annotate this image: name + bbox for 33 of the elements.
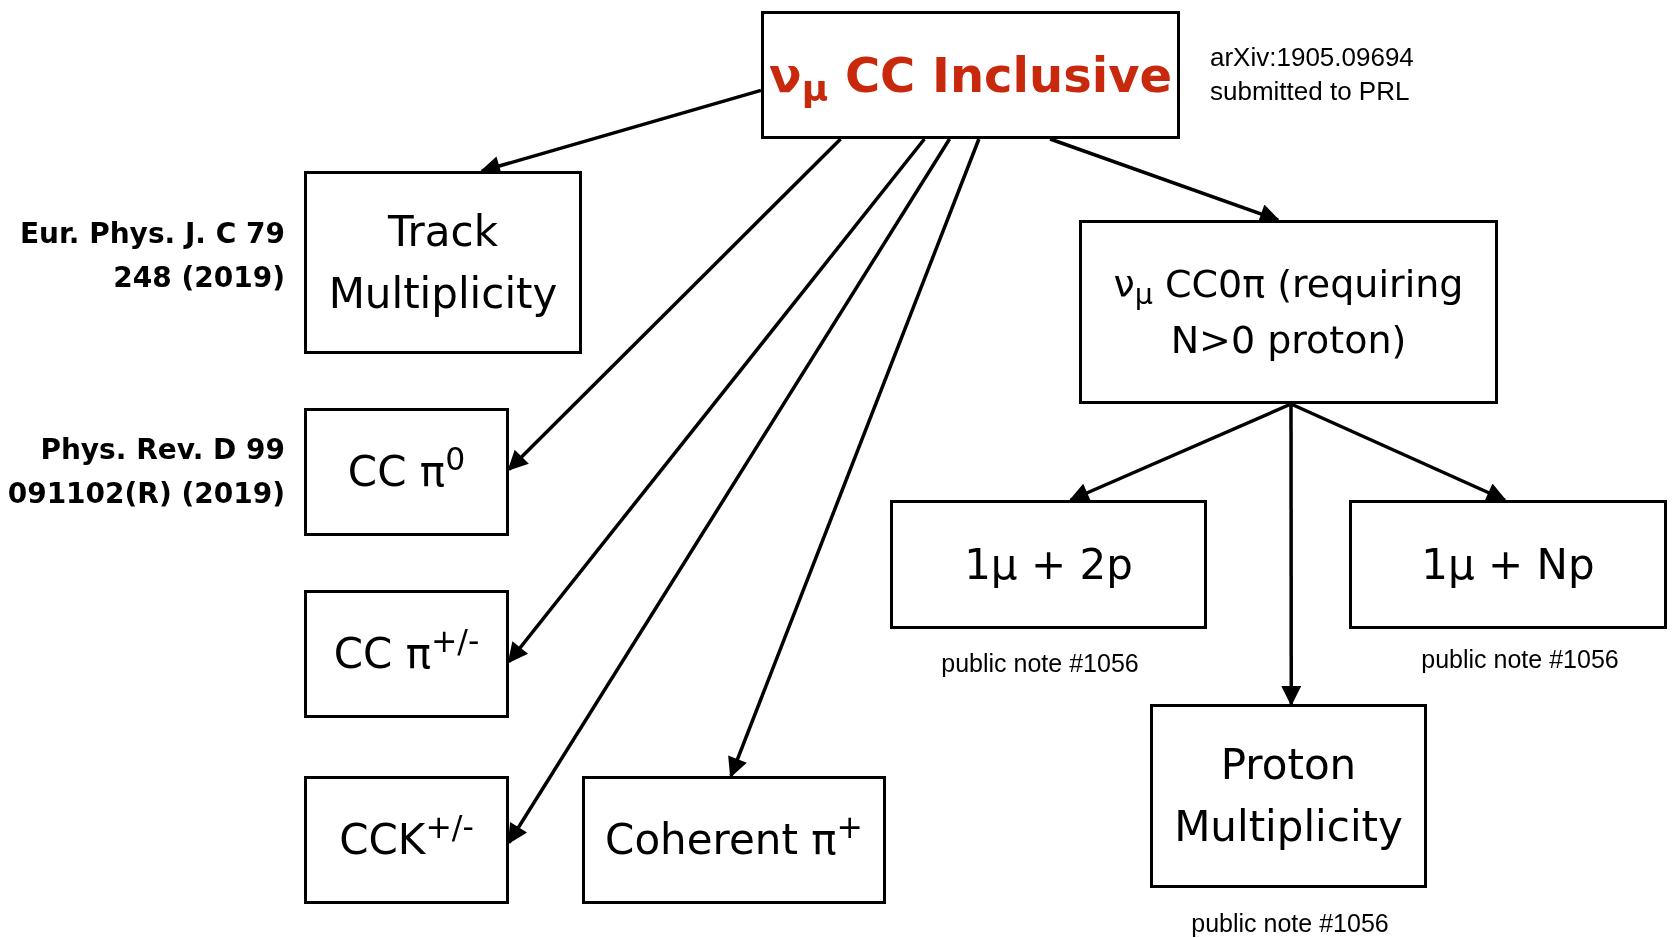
reference-note: Eur. Phys. J. C 79 248 (2019)	[18, 216, 285, 296]
arrow	[1290, 402, 1507, 502]
reference-note: public note #1056	[1190, 908, 1390, 938]
reference-note: public note #1056	[1420, 644, 1620, 674]
box-label: CCK$^{+/-}$	[338, 809, 475, 866]
reference-note: public note #1056	[940, 648, 1140, 678]
box-label: Track Multiplicity	[327, 205, 559, 320]
box-label: ν$_{μ}$ CC Inclusive	[768, 46, 1173, 111]
arrow	[1281, 404, 1302, 706]
box-label: Proton Multiplicity	[1173, 739, 1404, 853]
box-label: 1μ + Np	[1420, 538, 1596, 591]
process-box	[761, 11, 1180, 139]
box-label: ν$_{μ}$ CC0π (requiring N>0 proton)	[1112, 261, 1465, 364]
reference-note: Phys. Rev. D 99 091102(R) (2019)	[6, 432, 285, 512]
process-box	[304, 408, 509, 536]
process-box	[304, 776, 509, 904]
arrow	[507, 137, 926, 664]
box-label: Coherent π$^{+}$	[604, 809, 864, 866]
box-label: 1μ + 2p	[963, 538, 1134, 591]
arrow	[1068, 402, 1292, 502]
arrow	[728, 138, 981, 778]
arrow	[507, 138, 952, 845]
reference-note: arXiv:1905.09694 submitted to PRL	[1210, 41, 1415, 108]
box-label: CC π$^{+/-}$	[332, 623, 481, 680]
box-label: CC π$^{0}$	[346, 441, 467, 498]
process-box	[1079, 220, 1498, 404]
process-box	[304, 171, 582, 354]
arrow	[507, 137, 842, 471]
process-box	[582, 776, 886, 904]
process-box	[890, 500, 1207, 629]
process-box	[1349, 500, 1667, 629]
process-box	[1150, 704, 1427, 888]
process-box	[304, 590, 509, 718]
